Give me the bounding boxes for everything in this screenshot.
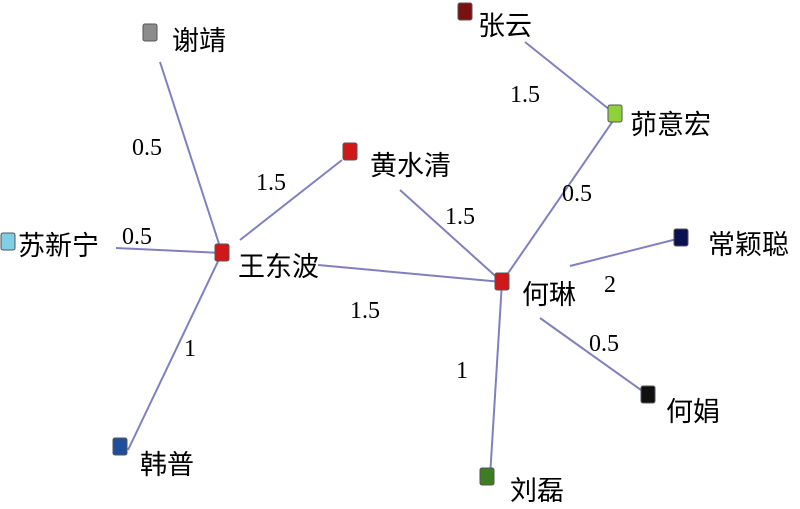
node-marker-xie[interactable] (142, 23, 158, 42)
node-label-xie: 谢靖 (172, 26, 226, 57)
edge-xie-wang (159, 61, 223, 254)
edge-weight-label: 1.5 (510, 82, 540, 108)
edge-weight-label: 1.5 (256, 170, 286, 196)
edge-weight-label: 1.5 (350, 298, 380, 324)
node-label-wang: 王东波 (238, 252, 319, 283)
node-label-ru: 茆意宏 (630, 110, 711, 141)
edge-han-wang (127, 252, 223, 451)
edge-weight-label: 1 (184, 336, 196, 362)
edge-su-wang (115, 247, 223, 254)
edge-wang-huang (239, 159, 343, 241)
node-marker-zhang[interactable] (457, 2, 473, 21)
node-label-su: 苏新宁 (18, 231, 99, 262)
edge-wang-he_lin (317, 264, 503, 283)
edge-he_lin-he_juan (539, 317, 649, 396)
node-label-zhang: 张云 (478, 11, 532, 42)
node-marker-he_juan[interactable] (640, 385, 656, 404)
edge-chang-he_lin (569, 237, 682, 267)
node-marker-ru[interactable] (607, 104, 623, 123)
edge-weight-label: 1.5 (445, 204, 475, 230)
edge-huang-he_lin (399, 189, 503, 283)
node-marker-he_lin[interactable] (494, 272, 510, 291)
node-label-he_juan: 何娟 (666, 397, 720, 428)
node-marker-chang[interactable] (673, 228, 689, 247)
edge-weight-label: 2 (604, 272, 616, 298)
edges-layer (115, 41, 682, 478)
edge-zhang-ru (524, 41, 616, 115)
node-label-chang: 常颖聪 (708, 230, 789, 261)
edge-weight-label: 0.5 (589, 331, 619, 357)
node-label-huang: 黄水清 (370, 151, 451, 182)
edge-weight-label: 0.5 (122, 224, 152, 250)
edge-weight-label: 0.5 (132, 135, 162, 161)
node-marker-liu[interactable] (479, 467, 495, 486)
node-label-liu: 刘磊 (510, 476, 564, 507)
edge-ru-he_lin (501, 117, 616, 283)
node-label-han: 韩普 (140, 450, 194, 481)
node-marker-han[interactable] (112, 437, 128, 456)
edge-he_lin-liu (489, 281, 503, 478)
nodes-layer (0, 2, 689, 486)
node-label-he_lin: 何琳 (522, 280, 576, 311)
edge-weights-layer: 0.5 0.5 1 1.5 1.5 1.5 1.5 0.5 2 0.5 1 (122, 82, 619, 384)
node-marker-su[interactable] (0, 232, 16, 251)
node-marker-wang[interactable] (214, 243, 230, 262)
edge-weight-label: 0.5 (562, 181, 592, 207)
edge-weight-label: 1 (456, 358, 468, 384)
node-marker-huang[interactable] (342, 142, 358, 161)
